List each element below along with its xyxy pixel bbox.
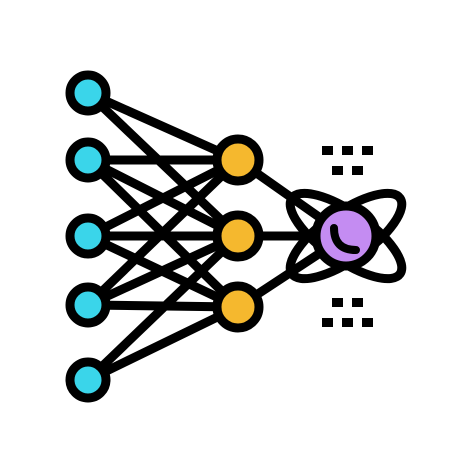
output-node: [311, 201, 381, 271]
hidden-node: [212, 134, 264, 186]
input-node: [65, 282, 111, 328]
data-block: [322, 146, 333, 155]
hidden-layer: [212, 134, 264, 333]
input-node: [65, 357, 111, 403]
output-node-arc: [330, 224, 360, 254]
data-blocks-top: [322, 146, 373, 175]
connection-line: [83, 302, 243, 385]
input-node: [65, 213, 111, 259]
input-node: [65, 137, 111, 183]
data-block: [352, 166, 363, 175]
input-layer: [65, 70, 111, 403]
data-block: [342, 318, 353, 327]
connection-line: [83, 155, 243, 310]
data-block: [322, 318, 333, 327]
connection-line: [83, 155, 243, 241]
data-blocks-bottom: [322, 298, 373, 327]
data-block: [362, 146, 373, 155]
data-block: [332, 298, 343, 307]
connection-line: [83, 88, 243, 165]
data-block: [352, 298, 363, 307]
data-block: [362, 318, 373, 327]
input-node: [65, 70, 111, 116]
hidden-node: [212, 210, 264, 262]
input-hidden-connections: [83, 88, 243, 385]
hidden-node: [212, 281, 264, 333]
connection-line: [83, 231, 243, 310]
connection-line: [83, 231, 243, 385]
data-block: [332, 166, 343, 175]
data-block: [342, 146, 353, 155]
